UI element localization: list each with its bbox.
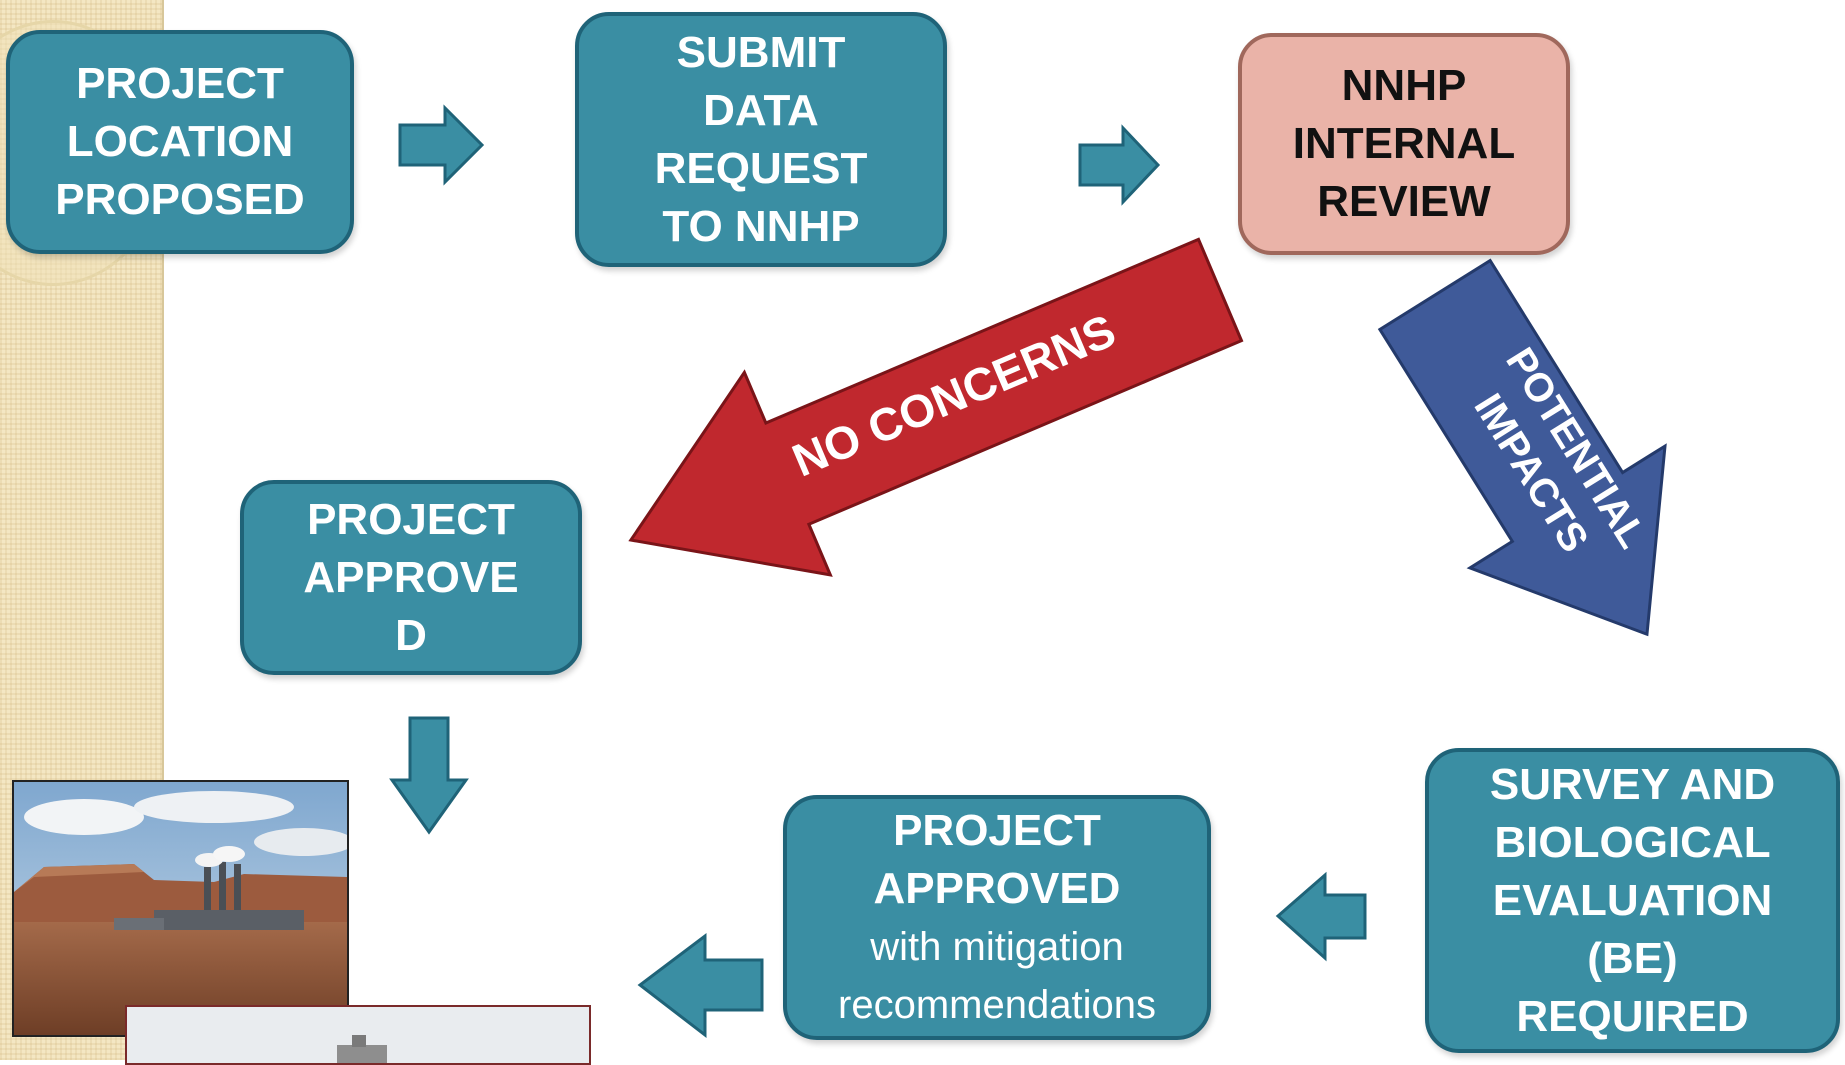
submit-data-request-box: SUBMIT DATA REQUEST TO NNHP xyxy=(575,12,947,267)
arrow-right-icon xyxy=(1078,124,1161,206)
box-line: D xyxy=(395,610,427,660)
box-line: SUBMIT xyxy=(676,27,846,77)
box-line: REQUEST xyxy=(654,143,868,193)
arrow-left-icon xyxy=(1275,871,1367,962)
box-line: APPROVE xyxy=(303,552,519,602)
box-line: SURVEY AND xyxy=(1489,759,1776,809)
no-concerns-arrow-shape xyxy=(628,237,1244,577)
box-line: APPROVED xyxy=(873,863,1121,913)
box-detail-line: with mitigation xyxy=(870,924,1124,969)
box-line: EVALUATION xyxy=(1492,875,1773,925)
box-line: INTERNAL xyxy=(1292,119,1516,168)
power-plant-photo xyxy=(12,780,349,1037)
potential-impacts-arrow-shape xyxy=(1377,258,1667,637)
box-line: REQUIRED xyxy=(1516,991,1749,1041)
box-detail-line: recommendations xyxy=(838,982,1156,1027)
box-line: PROJECT xyxy=(307,494,515,544)
box-line: LOCATION xyxy=(66,117,294,166)
box-line: PROPOSED xyxy=(55,175,305,224)
box-line: BIOLOGICAL xyxy=(1494,817,1771,867)
potential-impacts-arrow xyxy=(1377,258,1667,637)
power-plant-photo-art xyxy=(14,782,347,1035)
landscape-photo xyxy=(125,1005,591,1065)
box-line: REVIEW xyxy=(1317,177,1491,226)
project-location-proposed-box: PROJECT LOCATION PROPOSED xyxy=(6,30,354,254)
box-line: (BE) xyxy=(1587,933,1678,983)
project-approved-mitigation-box: PROJECT APPROVED with mitigation recomme… xyxy=(783,795,1211,1040)
no-concerns-arrow xyxy=(628,237,1244,577)
nnhp-internal-review-box: NNHP INTERNAL REVIEW xyxy=(1238,33,1570,255)
arrow-right-icon xyxy=(398,104,485,186)
project-approved-box: PROJECT APPROVE D xyxy=(240,480,582,675)
box-line: PROJECT xyxy=(893,805,1101,855)
landscape-photo-art xyxy=(127,1007,589,1063)
box-line: TO NNHP xyxy=(662,201,860,251)
box-line: NNHP xyxy=(1341,61,1467,110)
box-line: DATA xyxy=(703,85,819,135)
box-line: PROJECT xyxy=(76,59,284,108)
arrow-left-icon xyxy=(637,932,764,1039)
arrow-down-icon xyxy=(389,716,469,835)
survey-biological-evaluation-box: SURVEY AND BIOLOGICAL EVALUATION (BE) RE… xyxy=(1425,748,1840,1053)
